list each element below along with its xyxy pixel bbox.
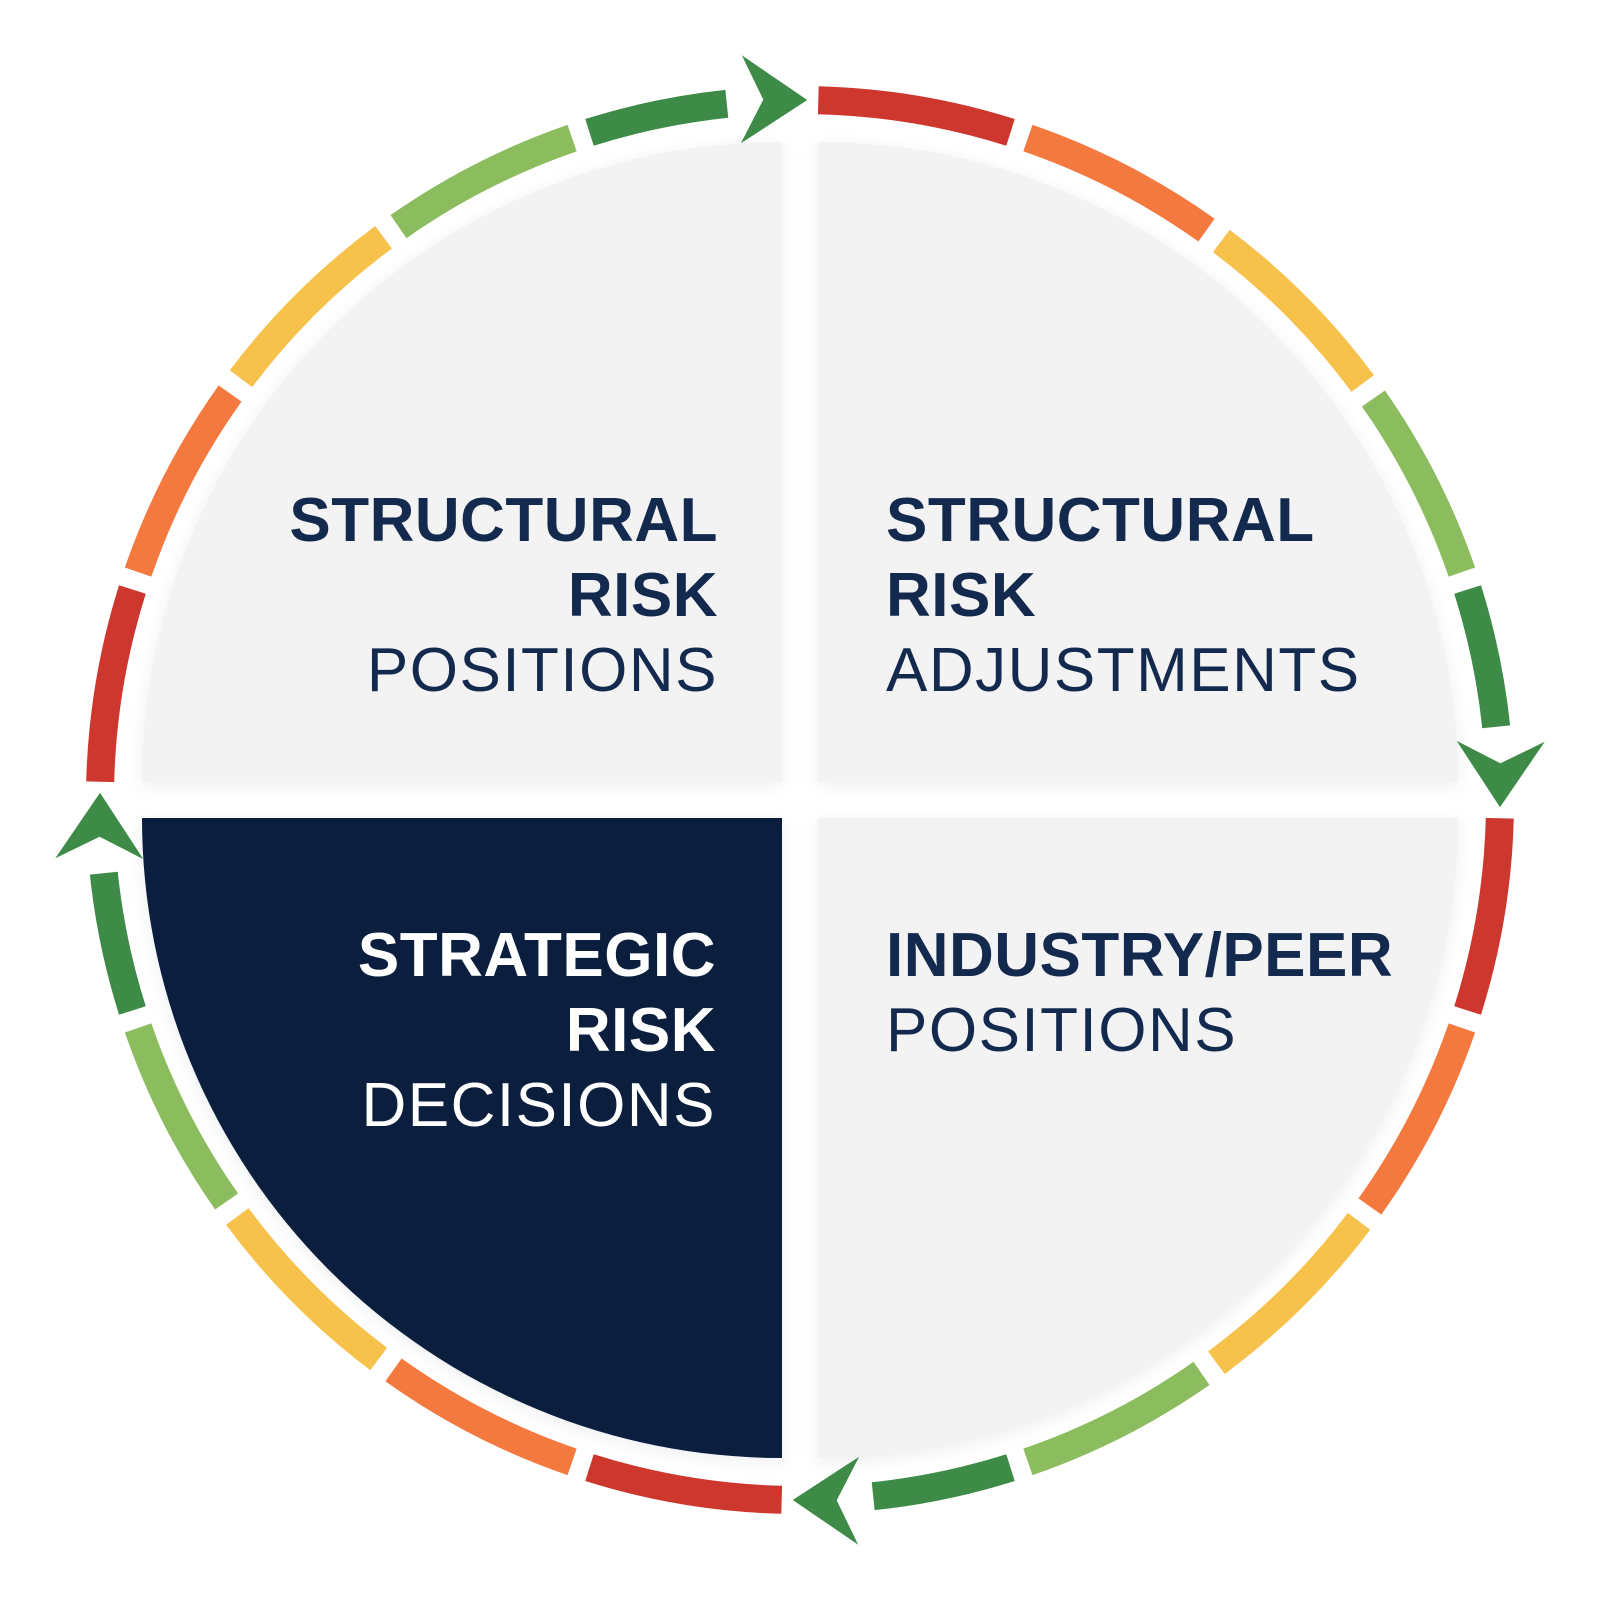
label-industry-peer-positions: INDUSTRY/PEER POSITIONS xyxy=(886,918,1393,1068)
cycle-arrowhead xyxy=(1456,740,1545,808)
ring-segment-red xyxy=(1454,817,1514,1015)
ring-segment-yellow xyxy=(229,226,392,388)
ring-segment-orange xyxy=(1023,124,1215,242)
label-light-line: POSITIONS xyxy=(886,996,1238,1065)
label-structural-risk-adjustments: STRUCTURAL RISK ADJUSTMENTS xyxy=(886,483,1361,708)
quadrant-industry-peer-positions xyxy=(818,818,1458,1458)
label-bold-line: STRUCTURAL xyxy=(886,486,1315,555)
label-structural-risk-positions: STRUCTURAL RISK POSITIONS xyxy=(289,483,718,708)
ring-segment-orange xyxy=(1358,1023,1476,1215)
ring-segment-orange xyxy=(124,385,242,577)
ring-segment-yellow xyxy=(1208,1212,1371,1374)
cycle-ring xyxy=(55,55,1545,1545)
cycle-arrow-body xyxy=(89,871,146,1015)
cycle-arrow-body xyxy=(871,1454,1015,1511)
quadrant-structural-risk-adjustments xyxy=(818,142,1458,782)
label-light-line: POSITIONS xyxy=(366,636,718,705)
label-bold-line: RISK xyxy=(567,561,718,630)
cycle-arrowhead xyxy=(792,1456,860,1545)
ring-segment-light-green xyxy=(1361,390,1476,577)
ring-segment-yellow xyxy=(1212,229,1374,392)
label-strategic-risk-decisions: STRATEGIC RISK DECISIONS xyxy=(358,918,716,1143)
ring-segment-light-green xyxy=(390,124,577,239)
cycle-arrow-body xyxy=(1454,585,1511,729)
ring-segment-orange xyxy=(385,1358,577,1476)
quadrant-strategic-risk-decisions xyxy=(142,818,782,1458)
cycle-arrowhead xyxy=(55,792,144,860)
label-bold-line: STRUCTURAL xyxy=(289,486,718,555)
ring-segment-red xyxy=(86,585,146,783)
label-light-line: ADJUSTMENTS xyxy=(886,636,1361,705)
ring-segment-red xyxy=(585,1454,783,1514)
ring-segment-yellow xyxy=(226,1208,388,1371)
label-bold-line: RISK xyxy=(886,561,1037,630)
ring-segment-light-green xyxy=(1023,1361,1210,1476)
ring-segment-red xyxy=(817,86,1015,146)
label-light-line: DECISIONS xyxy=(361,1071,716,1140)
label-bold-line: STRATEGIC xyxy=(357,921,716,990)
quadrant-shapes xyxy=(142,142,1458,1458)
cycle-arrow-body xyxy=(585,89,729,146)
ring-segment-light-green xyxy=(124,1023,239,1210)
cycle-arrowhead xyxy=(740,55,808,144)
quadrant-structural-risk-positions xyxy=(142,142,782,782)
label-bold-line: RISK xyxy=(565,996,716,1065)
label-bold-line: INDUSTRY/PEER xyxy=(886,921,1394,990)
